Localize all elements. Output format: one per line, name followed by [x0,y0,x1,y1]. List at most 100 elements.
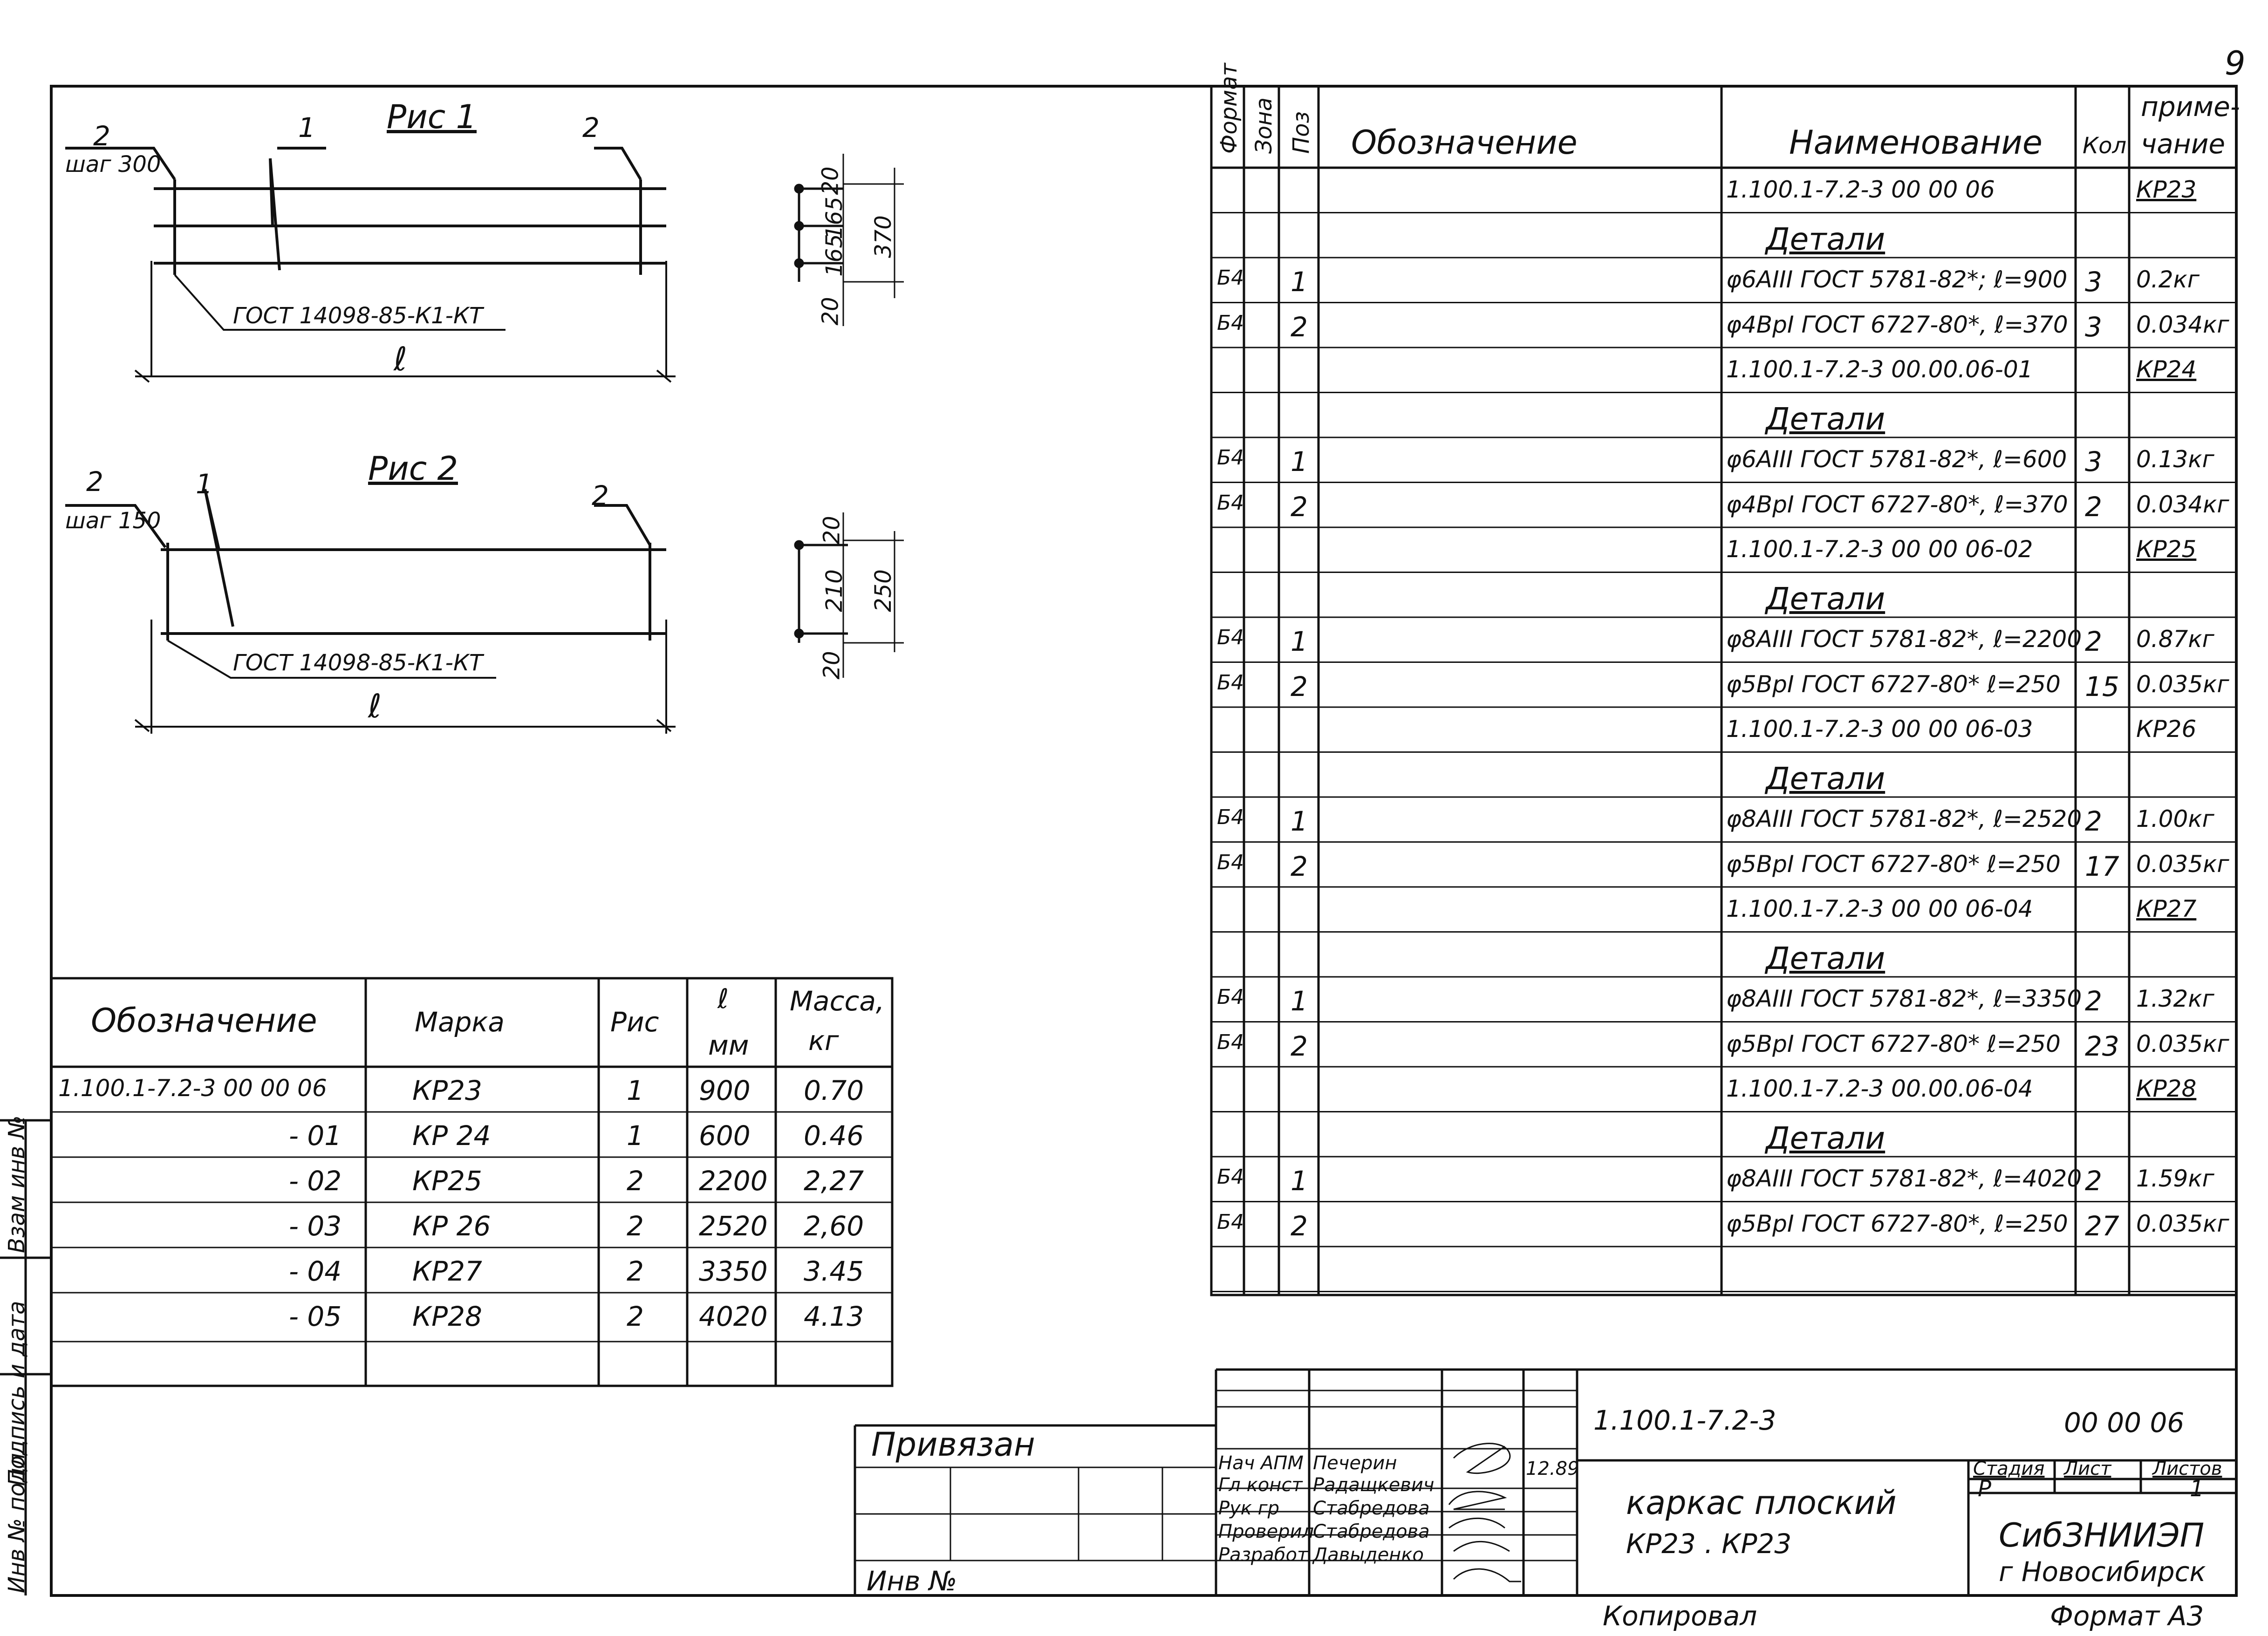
spec-format: Б4 [1217,266,1244,290]
row-designation: 1.100.1-7.2-3 00 00 06 [58,1075,327,1102]
stamp-role: Разработ [1218,1544,1308,1566]
row-designation: - 03 [289,1210,342,1242]
stamp-organization: СибЗНИИЭП [1999,1516,2205,1554]
row-length: 4020 [699,1301,768,1332]
spec-name: φ5ВрI ГОСТ 6727-80* ℓ=250 [1726,1030,2061,1057]
stamp-copied: Копировал [1603,1600,1757,1632]
table-header-fig: Рис [610,1006,659,1038]
row-fig: 1 [627,1120,644,1152]
spec-name: φ8АIII ГОСТ 5781-82*, ℓ=2520 [1726,805,2082,832]
spec-name: 1.100.1-7.2-3 00 00 06-04 [1726,895,2033,922]
spec-position: 1 [1291,805,1308,837]
fig2-dim-c: 20 [819,651,845,680]
spec-format: Б4 [1217,1210,1244,1234]
spec-format: Б4 [1217,985,1244,1009]
spec-note: КР25 [2136,536,2197,563]
spec-header-qty: Кол [2083,133,2127,159]
stamp-doc-code: 1.100.1-7.2-3 [1593,1404,1776,1436]
spec-position: 1 [1291,266,1308,298]
spec-qty: 17 [2085,850,2119,882]
table-header-mass: Масса, [790,985,885,1017]
stamp-sheet-header: Лист [2064,1458,2111,1479]
table-header-length: ℓ [717,983,729,1015]
row-designation: - 01 [289,1120,342,1152]
row-length: 600 [699,1120,751,1152]
spec-section-heading: Детали [1766,580,1885,617]
row-mass: 3.45 [804,1255,864,1287]
fig1-length: ℓ [394,340,407,378]
row-designation: - 02 [289,1165,342,1197]
spec-header-pos: Поз [1288,111,1314,154]
stamp-bound: Привязан [871,1425,1035,1464]
spec-format: Б4 [1217,850,1244,874]
spec-name: 1.100.1-7.2-3 00 00 06 [1726,176,1995,203]
spec-format: Б4 [1217,670,1244,695]
page-number: 9 [2225,44,2246,82]
spec-name: φ8АIII ГОСТ 5781-82*, ℓ=3350 [1726,985,2082,1012]
row-mark: КР25 [412,1165,482,1197]
stamp-person: Стабредова [1313,1498,1430,1519]
spec-name: φ6АIII ГОСТ 5781-82*, ℓ=600 [1726,446,2067,473]
fig2-length: ℓ [368,687,382,725]
row-mark: КР28 [412,1301,482,1332]
spec-note: 0.2кг [2136,266,2200,293]
row-mass: 0.70 [804,1075,864,1106]
spec-note: 0.035кг [2136,1210,2229,1237]
spec-qty: 3 [2085,311,2102,343]
row-length: 900 [699,1075,751,1106]
spec-section-heading: Детали [1766,940,1885,976]
row-mass: 0.46 [804,1120,864,1152]
spec-note: 0.034кг [2136,491,2229,518]
row-mass: 2,60 [804,1210,864,1242]
row-fig: 2 [627,1255,644,1287]
stamp-inv-no: Инв № [867,1565,957,1597]
spec-name: 1.100.1-7.2-3 00.00.06-04 [1726,1075,2033,1102]
spec-header-format: Формат [1216,63,1242,154]
spec-position: 1 [1291,446,1308,477]
spec-format: Б4 [1217,311,1244,335]
stamp-person: Печерин [1313,1452,1397,1474]
spec-section-heading: Детали [1766,221,1885,257]
fig2-title: Рис 2 [368,450,458,488]
spec-header-note2: чание [2141,128,2226,160]
table-header-mm: мм [708,1029,749,1061]
spec-header-name: Наименование [1789,123,2043,162]
spec-qty: 3 [2085,266,2102,298]
spec-name: φ5ВрI ГОСТ 6727-80*, ℓ=250 [1726,1210,2068,1237]
spec-format: Б4 [1217,491,1244,515]
spec-name: φ8АIII ГОСТ 5781-82*, ℓ=4020 [1726,1165,2082,1192]
spec-qty: 15 [2085,670,2119,702]
spec-position: 1 [1291,626,1308,657]
row-fig: 2 [627,1301,644,1332]
table-header-designation: Обозначение [91,1002,317,1040]
spec-qty: 2 [2085,1165,2102,1197]
table-header-kg: кг [808,1025,839,1057]
row-fig: 1 [627,1075,644,1106]
spec-qty: 27 [2085,1210,2119,1242]
fig2-pos1: 1 [196,468,213,500]
row-mark: КР 26 [412,1210,491,1242]
fig1-step: шаг 300 [65,151,161,177]
spec-note: 0.035кг [2136,1030,2229,1057]
spec-name: 1.100.1-7.2-3 00.00.06-01 [1726,356,2033,383]
spec-position: 2 [1291,311,1308,343]
spec-position: 2 [1291,491,1308,523]
spec-format: Б4 [1217,1165,1244,1189]
row-mass: 4.13 [804,1301,864,1332]
spec-position: 1 [1291,985,1308,1017]
fig2-pos2-left: 2 [86,466,103,498]
fig1-pos1: 1 [298,112,315,143]
fig1-pos2-left: 2 [93,120,110,152]
spec-name: φ6АIII ГОСТ 5781-82*; ℓ=900 [1726,266,2068,293]
spec-note: 0.87кг [2136,626,2214,653]
row-length: 3350 [699,1255,768,1287]
spec-position: 1 [1291,1165,1308,1197]
fig1-dim-total: 370 [870,215,896,258]
stamp-sheets-header: Листов [2152,1458,2222,1479]
row-mark: КР 24 [412,1120,491,1152]
stamp-sheets: 1 [2190,1476,2204,1502]
spec-qty: 23 [2085,1030,2119,1062]
stamp-role: Проверил [1218,1521,1314,1542]
fig2-dim-b: 210 [821,569,847,612]
